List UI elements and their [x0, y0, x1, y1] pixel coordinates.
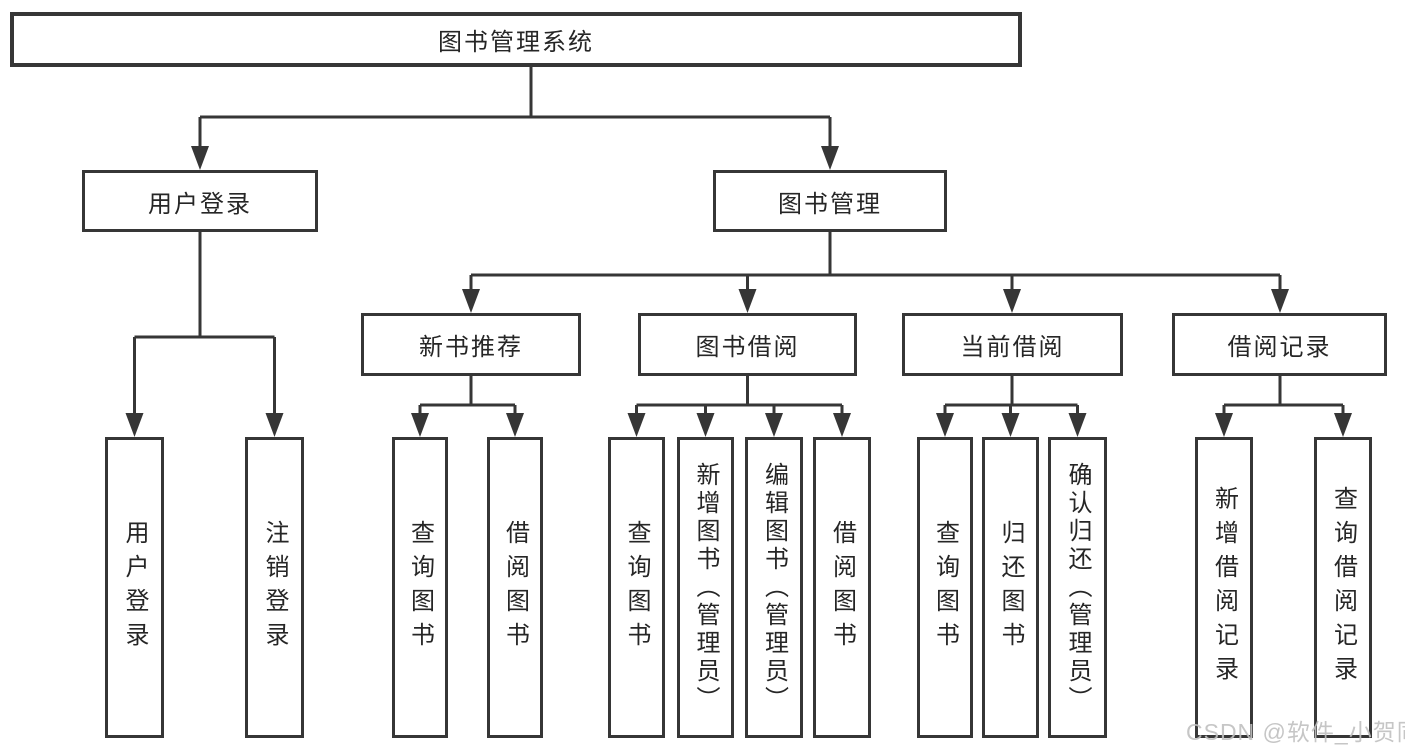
node-borrow-records: 借阅记录	[1172, 313, 1387, 376]
leaf-records-query-record: 查询借阅记录	[1314, 437, 1372, 738]
leaf-borrowing-borrow-book: 借阅图书	[813, 437, 871, 738]
leaf-current-query-book: 查询图书	[917, 437, 973, 738]
leaf-recommend-query-book: 查询图书	[392, 437, 448, 738]
leaf-borrowing-add-book: 新增图书（管理员）	[677, 437, 734, 738]
leaf-current-return-book: 归还图书	[982, 437, 1039, 738]
leaf-current-confirm-return: 确认归还（管理员）	[1048, 437, 1107, 738]
node-root: 图书管理系统	[10, 12, 1022, 67]
leaf-logout: 注销登录	[245, 437, 304, 738]
node-current-borrowing: 当前借阅	[902, 313, 1123, 376]
node-new-book-recommend: 新书推荐	[361, 313, 581, 376]
node-book-borrowing: 图书借阅	[638, 313, 857, 376]
leaf-recommend-borrow-book: 借阅图书	[487, 437, 543, 738]
leaf-borrowing-edit-book: 编辑图书（管理员）	[745, 437, 803, 738]
node-user-login: 用户登录	[82, 170, 318, 232]
leaf-user-login: 用户登录	[105, 437, 164, 738]
csdn-watermark: CSDN @软件_小贺同学	[1186, 719, 1405, 745]
leaf-records-add-record: 新增借阅记录	[1195, 437, 1253, 738]
arrowheads	[125, 146, 1352, 437]
node-book-management: 图书管理	[713, 170, 947, 232]
leaf-borrowing-query-book: 查询图书	[608, 437, 665, 738]
